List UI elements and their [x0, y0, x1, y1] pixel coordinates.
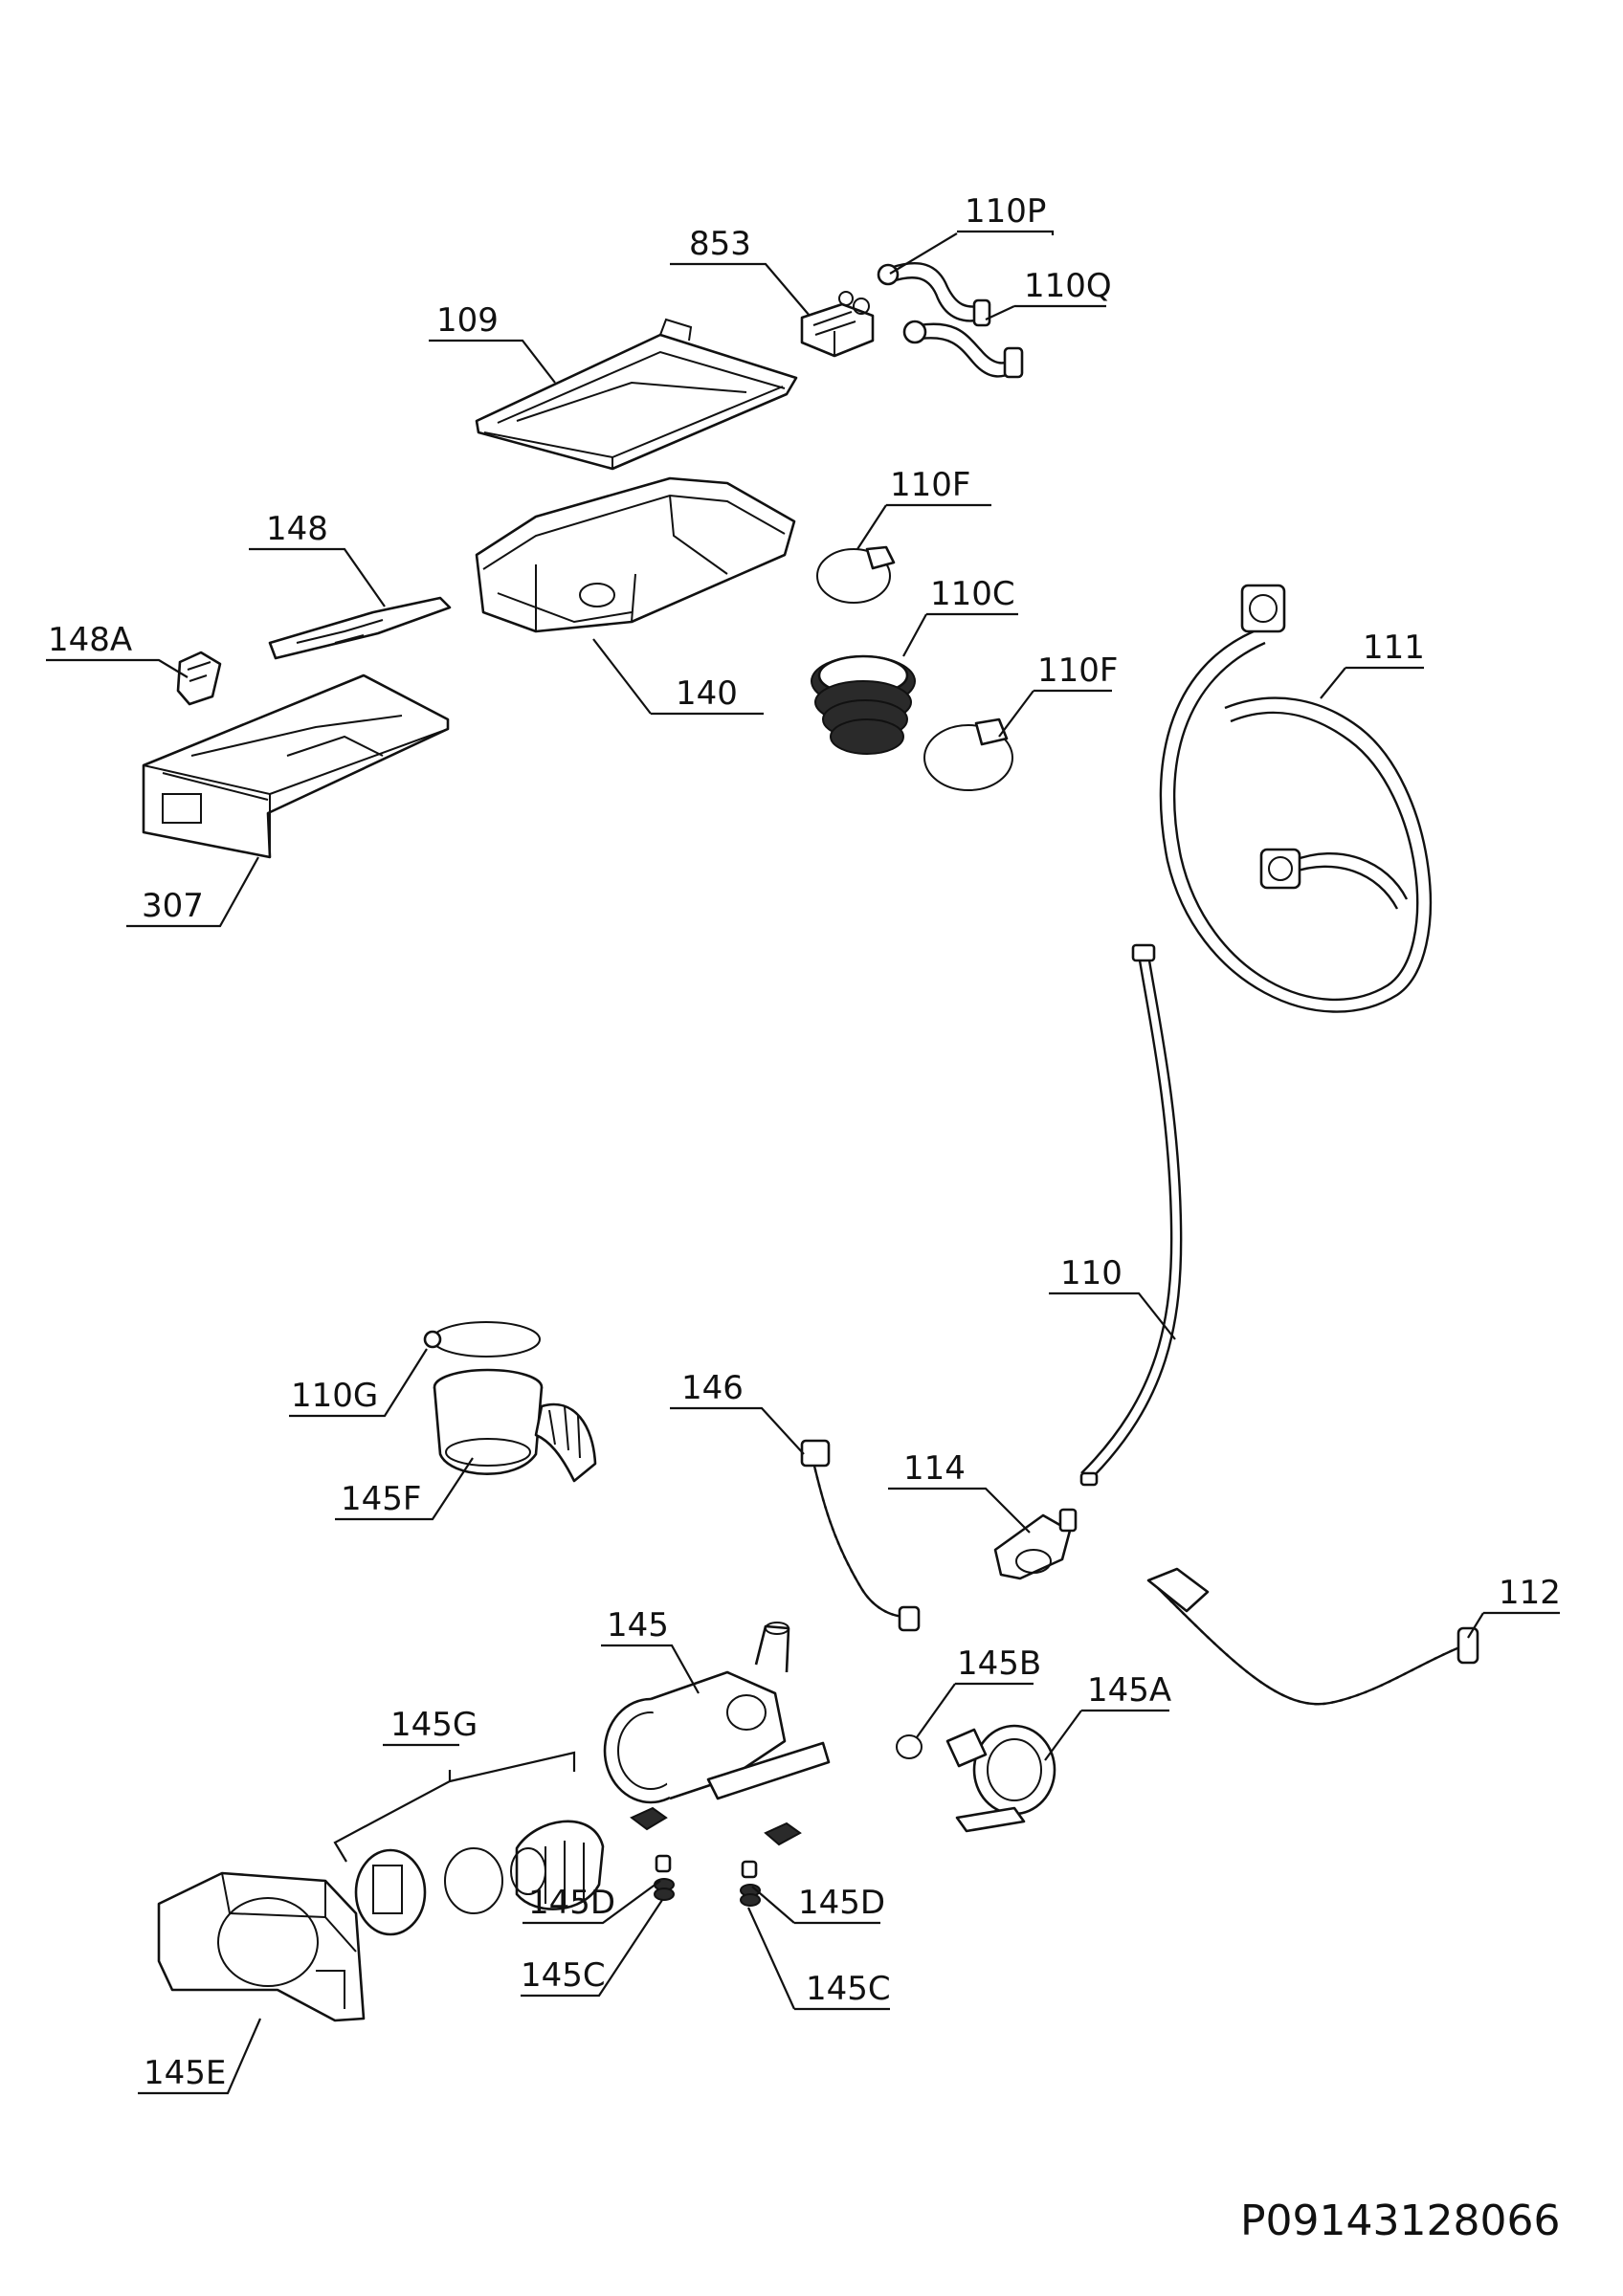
label-146: 146 — [681, 1369, 744, 1407]
part-146-tube — [800, 1439, 921, 1632]
part-148-siphon — [268, 596, 452, 660]
part-145D-145C-plugs-right — [740, 1860, 761, 1907]
part-110C-bellows — [811, 654, 916, 755]
part-145F-bellow — [433, 1368, 597, 1483]
label-148: 148 — [266, 510, 328, 548]
label-145C-right: 145C — [806, 1970, 891, 2008]
label-110C: 110C — [930, 575, 1015, 613]
part-111-inlet-hose — [1159, 584, 1432, 1013]
part-145-gaskets — [630, 1806, 802, 1846]
label-145: 145 — [607, 1606, 669, 1645]
part-labels: 110P 853 110Q 109 110F 148 110C 148A 111… — [48, 192, 1561, 2245]
part-114-pressure-switch — [993, 1508, 1078, 1580]
part-110P-hose — [877, 261, 991, 327]
label-140: 140 — [676, 674, 738, 713]
label-110F-upper: 110F — [890, 466, 970, 504]
label-110G: 110G — [291, 1377, 378, 1415]
part-110Q-hose — [902, 320, 1024, 379]
label-145D-right: 145D — [798, 1884, 885, 1922]
part-148A-clip — [176, 651, 222, 706]
part-110F-clamp-lower — [923, 718, 1013, 791]
label-111: 111 — [1363, 629, 1425, 667]
label-110: 110 — [1060, 1254, 1123, 1292]
label-110F-lower: 110F — [1037, 651, 1118, 690]
part-145D-145C-plugs-left — [654, 1854, 675, 1901]
part-140-dispenser-housing — [475, 476, 796, 633]
label-307: 307 — [142, 887, 204, 925]
part-145B-o-ring — [896, 1734, 923, 1759]
part-145E-filter-cover — [157, 1871, 366, 2022]
part-109-dispenser-cover — [475, 318, 798, 471]
label-110P: 110P — [965, 192, 1046, 231]
label-145D-left: 145D — [528, 1884, 615, 1922]
label-145G: 145G — [390, 1706, 478, 1744]
label-110Q: 110Q — [1024, 267, 1112, 305]
label-114: 114 — [903, 1449, 966, 1488]
part-110-drain-hose — [1079, 943, 1183, 1487]
part-110F-clamp-upper — [816, 545, 896, 604]
part-110G-clamp — [423, 1321, 541, 1358]
document-code: P09143128066 — [1240, 2197, 1560, 2245]
label-145C-left: 145C — [521, 1956, 606, 1995]
label-145E: 145E — [144, 2054, 226, 2092]
label-145A: 145A — [1087, 1671, 1171, 1710]
part-145-pump-housing — [603, 1622, 831, 1804]
part-145G-filter-assembly — [354, 1820, 605, 1936]
label-148A: 148A — [48, 621, 132, 659]
part-853-valve — [800, 291, 875, 358]
leader-lines — [46, 230, 1560, 2095]
label-145F: 145F — [341, 1480, 421, 1518]
label-109: 109 — [436, 301, 499, 340]
part-307-detergent-drawer — [142, 673, 450, 859]
part-145A-pump-motor — [945, 1724, 1056, 1833]
label-853: 853 — [689, 225, 751, 263]
label-112: 112 — [1499, 1574, 1561, 1612]
label-145B: 145B — [957, 1645, 1041, 1683]
part-112-corrugated-hose — [1146, 1567, 1479, 1706]
